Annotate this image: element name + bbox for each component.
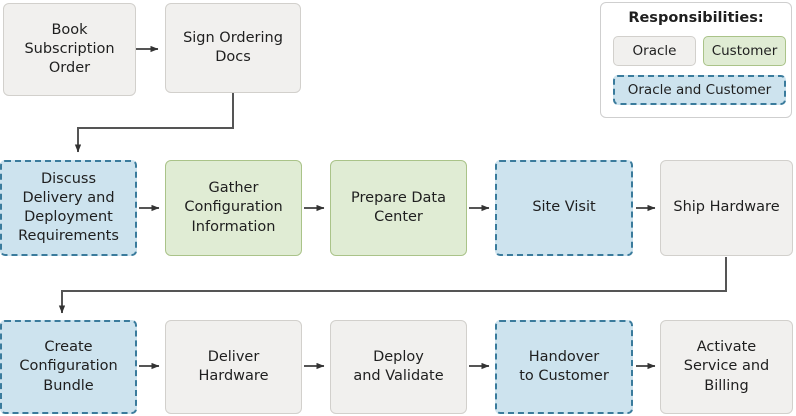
node-label: Discuss Delivery and Deployment Requirem… [18,170,119,245]
node-label: Deliver Hardware [198,348,269,384]
node-sign-ordering-docs[interactable]: Sign Ordering Docs [165,3,301,93]
node-label: Ship Hardware [673,199,780,216]
node-label: Sign Ordering Docs [183,29,283,65]
legend-chip-label: Oracle and Customer [627,82,772,98]
edge-sign-to-discuss [74,93,234,153]
node-gather-configuration-information[interactable]: Gather Configuration Information [165,160,302,256]
node-label: Book Subscription Order [24,21,115,77]
node-handover-to-customer[interactable]: Handover to Customer [495,320,633,414]
node-deploy-and-validate[interactable]: Deploy and Validate [330,320,467,414]
legend-chip-label: Customer [711,43,778,59]
node-ship-hardware[interactable]: Ship Hardware [660,160,793,256]
node-label: Handover to Customer [519,348,609,384]
edge-ship-to-createbundle [58,257,727,314]
node-activate-service-and-billing[interactable]: Activate Service and Billing [660,320,793,414]
node-label: Prepare Data Center [351,189,446,225]
legend-chip-oracle-and-customer: Oracle and Customer [613,75,786,105]
node-label: Create Configuration Bundle [19,339,118,394]
node-site-visit[interactable]: Site Visit [495,160,633,256]
legend-chip-label: Oracle [632,43,677,59]
node-label: Deploy and Validate [353,348,444,384]
node-label: Gather Configuration Information [184,180,283,235]
node-prepare-data-center[interactable]: Prepare Data Center [330,160,467,256]
node-label: Site Visit [532,199,596,216]
node-deliver-hardware[interactable]: Deliver Hardware [165,320,302,414]
node-label: Activate Service and Billing [683,339,770,394]
node-create-configuration-bundle[interactable]: Create Configuration Bundle [0,320,137,414]
responsibilities-legend: Responsibilities: Oracle Customer Oracle… [600,2,792,118]
node-book-subscription-order[interactable]: Book Subscription Order [3,3,136,96]
node-discuss-delivery-and-deployment-requirements[interactable]: Discuss Delivery and Deployment Requirem… [0,160,137,256]
legend-chip-customer: Customer [703,36,786,66]
legend-chip-oracle: Oracle [613,36,696,66]
legend-title: Responsibilities: [628,10,764,26]
